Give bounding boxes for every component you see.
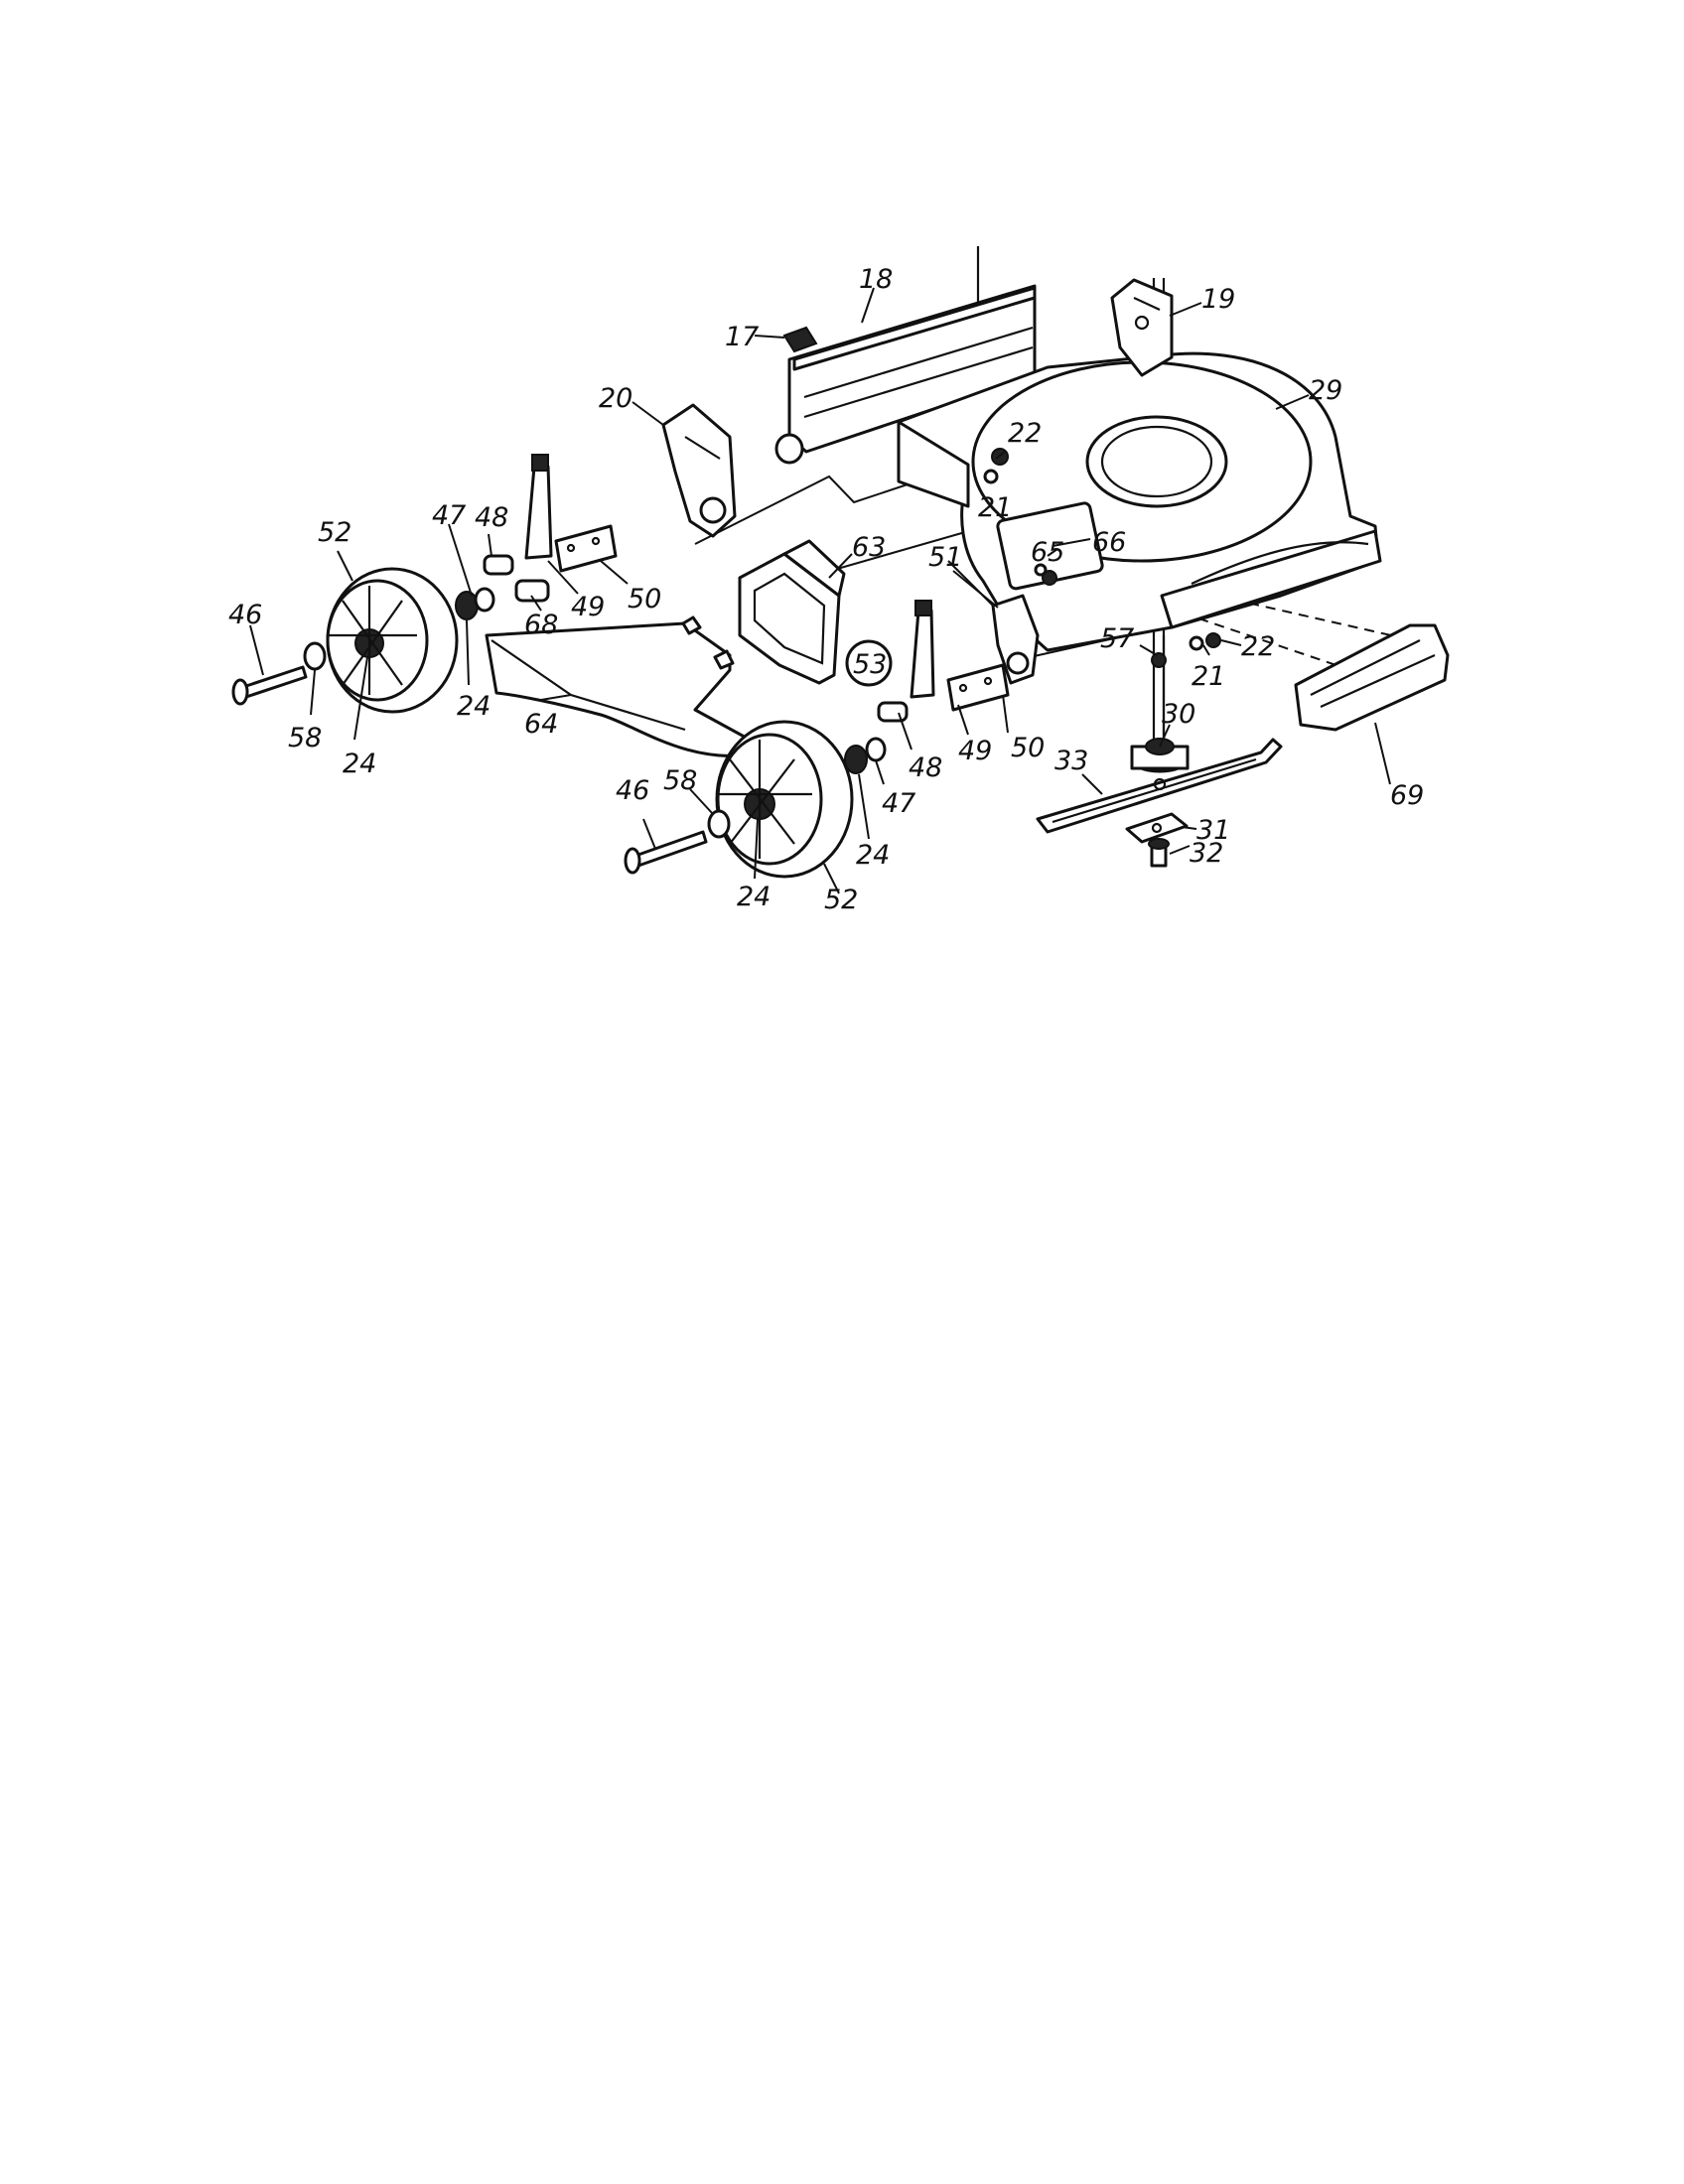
- callout-24-left-a: 24: [343, 749, 376, 779]
- right-wheel-52: [715, 720, 854, 879]
- height-adjuster-19: [1110, 278, 1174, 377]
- callout-66: 66: [1092, 527, 1126, 558]
- callout-22-lower: 22: [1241, 631, 1275, 662]
- callout-19: 19: [1201, 284, 1235, 315]
- callout-20: 20: [599, 383, 632, 414]
- callout-31: 31: [1196, 815, 1230, 846]
- callout-21-lower: 21: [1192, 661, 1225, 692]
- callout-57: 57: [1100, 623, 1134, 654]
- callout-58-left: 58: [288, 723, 322, 753]
- clip-17: [782, 326, 818, 353]
- blade-washer-31: [1125, 812, 1189, 844]
- callout-50-right: 50: [1011, 733, 1045, 763]
- blade-33: [1036, 738, 1283, 834]
- callout-52-right: 52: [824, 885, 858, 915]
- callout-48-right: 48: [909, 752, 942, 783]
- callout-47-right: 47: [882, 788, 915, 819]
- discharge-door-63: [738, 539, 846, 685]
- callout-32: 32: [1190, 838, 1223, 869]
- callout-53-circle: [845, 639, 893, 687]
- callout-50-left: 50: [628, 584, 661, 614]
- blade-adapter-30: [1130, 738, 1190, 773]
- height-adjuster-20: [661, 403, 737, 538]
- mower-deck-29: [897, 351, 1382, 652]
- left-wheel-52: [326, 567, 459, 714]
- callout-46-right: 46: [616, 775, 649, 806]
- left-washer-58: [303, 641, 327, 671]
- rear-trim-69: [1294, 623, 1450, 732]
- callout-labels: 17 18 19 20 29 22 21 65 66 63 51 57 21 2…: [228, 264, 1424, 915]
- callout-24-right-b: 24: [856, 840, 890, 871]
- callout-17: 17: [725, 322, 759, 352]
- callout-22-upper: 22: [1008, 418, 1042, 449]
- right-bracket-parts: [865, 594, 1040, 762]
- callout-58-right: 58: [663, 765, 697, 796]
- callout-46-left: 46: [228, 600, 262, 630]
- callout-49-right: 49: [958, 736, 992, 766]
- callout-63: 63: [852, 532, 886, 563]
- callout-30: 30: [1162, 699, 1195, 730]
- callout-47-left: 47: [432, 500, 466, 531]
- right-bushing-24: [844, 745, 868, 774]
- callout-21-upper: 21: [978, 492, 1012, 523]
- callout-48-left: 48: [475, 502, 508, 533]
- callout-69: 69: [1390, 780, 1424, 811]
- callout-49-left: 49: [571, 592, 605, 622]
- callout-64: 64: [524, 709, 558, 740]
- callout-52-left: 52: [318, 517, 351, 548]
- callout-24-right-a: 24: [737, 882, 771, 912]
- left-axle-bolt-46: [231, 665, 308, 706]
- callout-53: 53: [853, 649, 887, 680]
- blade-bolt-32: [1148, 838, 1170, 868]
- left-bracket-parts: [474, 454, 618, 613]
- callout-68: 68: [524, 610, 558, 640]
- callout-29: 29: [1309, 375, 1342, 406]
- callout-24-left-b: 24: [457, 691, 491, 722]
- right-axle-bolt-46: [624, 830, 708, 875]
- callout-33: 33: [1054, 746, 1088, 776]
- callout-leaders: [249, 287, 1391, 894]
- callout-65: 65: [1031, 537, 1064, 568]
- right-washer-58: [707, 809, 731, 839]
- deck-hardware: [983, 448, 1221, 668]
- left-bushing-24: [455, 591, 479, 620]
- callout-18: 18: [859, 264, 893, 295]
- callout-51: 51: [928, 542, 962, 573]
